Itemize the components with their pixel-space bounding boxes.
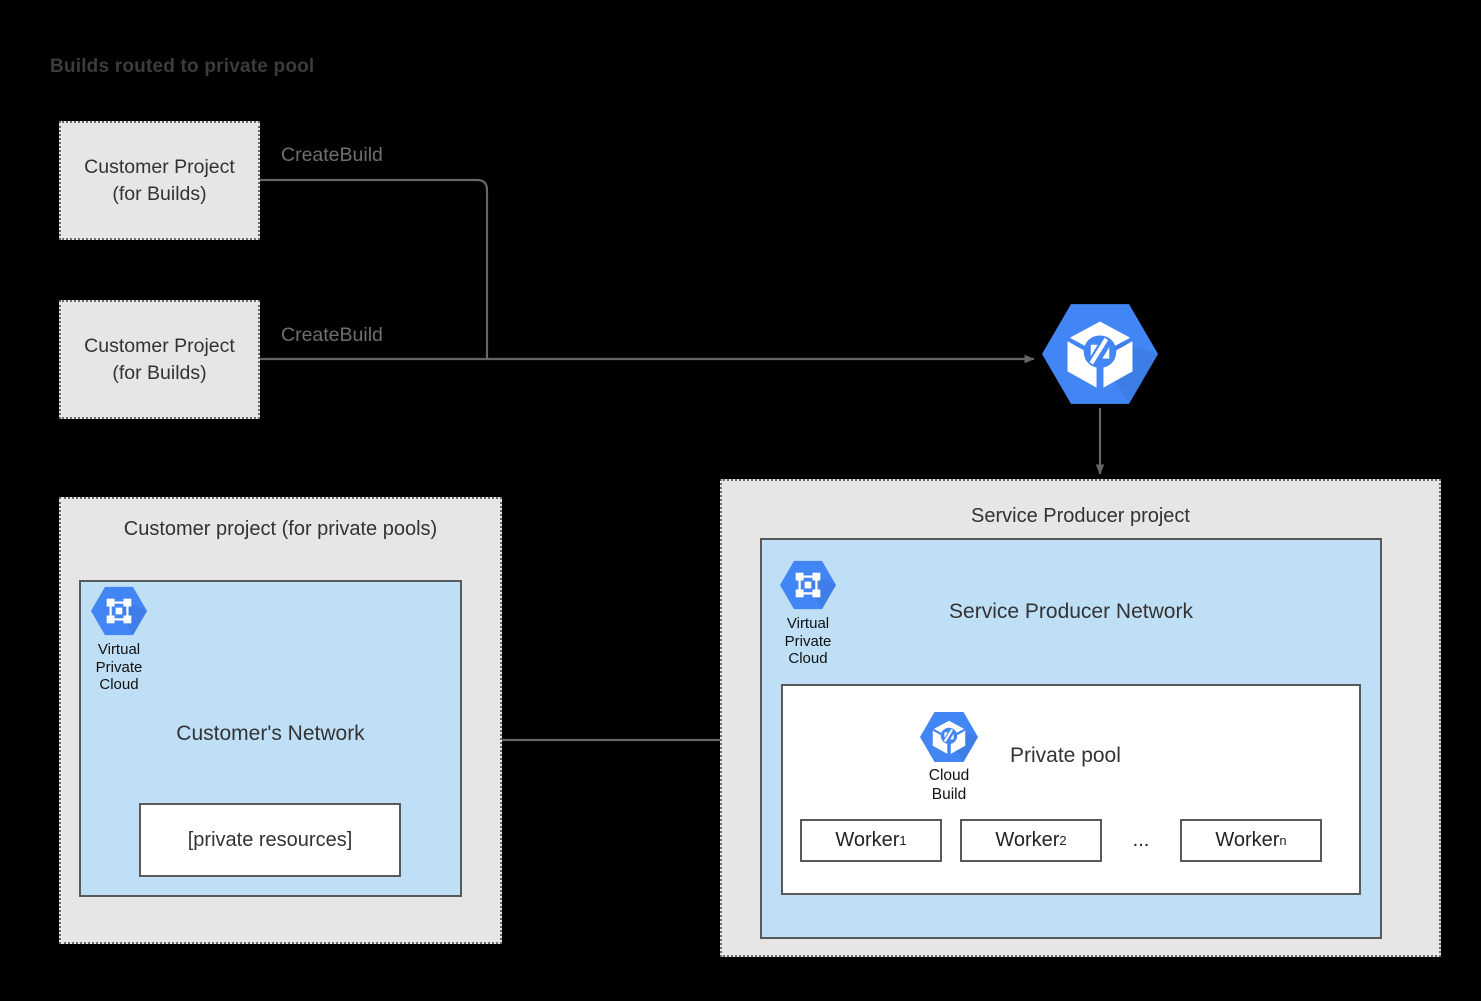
private-resources-box[interactable]: [private resources]: [139, 803, 401, 877]
private-pool-title: Private pool: [1010, 744, 1121, 767]
diagram-title: Builds routed to private pool: [50, 56, 315, 77]
private-pool-cloud-build-group: Cloud Build: [920, 708, 978, 804]
private-pool-box[interactable]: [781, 684, 1361, 895]
private-resources-label: [private resources]: [187, 829, 353, 851]
virtual-private-cloud-icon: [91, 583, 147, 639]
cloud-build-icon[interactable]: [1042, 296, 1158, 412]
customer-project-1-text: Customer Project (for Builds): [84, 156, 235, 205]
producer-vpc-caption: Virtual Private Cloud: [784, 615, 832, 668]
worker-2-index: 2: [1059, 833, 1067, 848]
customer-project-box-2[interactable]: Customer Project (for Builds): [59, 300, 260, 419]
createbuild-label-2: CreateBuild: [281, 324, 383, 346]
customer-project-box-1[interactable]: Customer Project (for Builds): [59, 121, 260, 240]
cloud-build-caption: Cloud Build: [928, 767, 970, 803]
worker-ellipsis: ...: [1132, 829, 1150, 851]
worker-1-label: Worker: [835, 829, 900, 851]
createbuild-edge-top: [260, 178, 489, 359]
producer-vpc-icon-group: Virtual Private Cloud: [777, 557, 839, 668]
worker-n-index: n: [1279, 833, 1287, 848]
virtual-private-cloud-icon: [780, 557, 836, 613]
worker-n-label: Worker: [1215, 829, 1280, 851]
worker-2-label: Worker: [995, 829, 1060, 851]
service-producer-project-title: Service Producer project: [971, 505, 1190, 527]
customer-project-2-text: Customer Project (for Builds): [84, 335, 235, 384]
customers-network-title: Customer's Network: [176, 722, 365, 745]
service-producer-network-title: Service Producer Network: [949, 600, 1193, 623]
customer-private-pool-project-title: Customer project (for private pools): [123, 518, 438, 540]
worker-1-index: 1: [899, 833, 907, 848]
customer-vpc-icon-group: Virtual Private Cloud: [88, 583, 150, 694]
customer-vpc-caption: Virtual Private Cloud: [95, 641, 143, 694]
cloud-build-icon: [920, 708, 978, 766]
createbuild-label-1: CreateBuild: [281, 144, 383, 166]
